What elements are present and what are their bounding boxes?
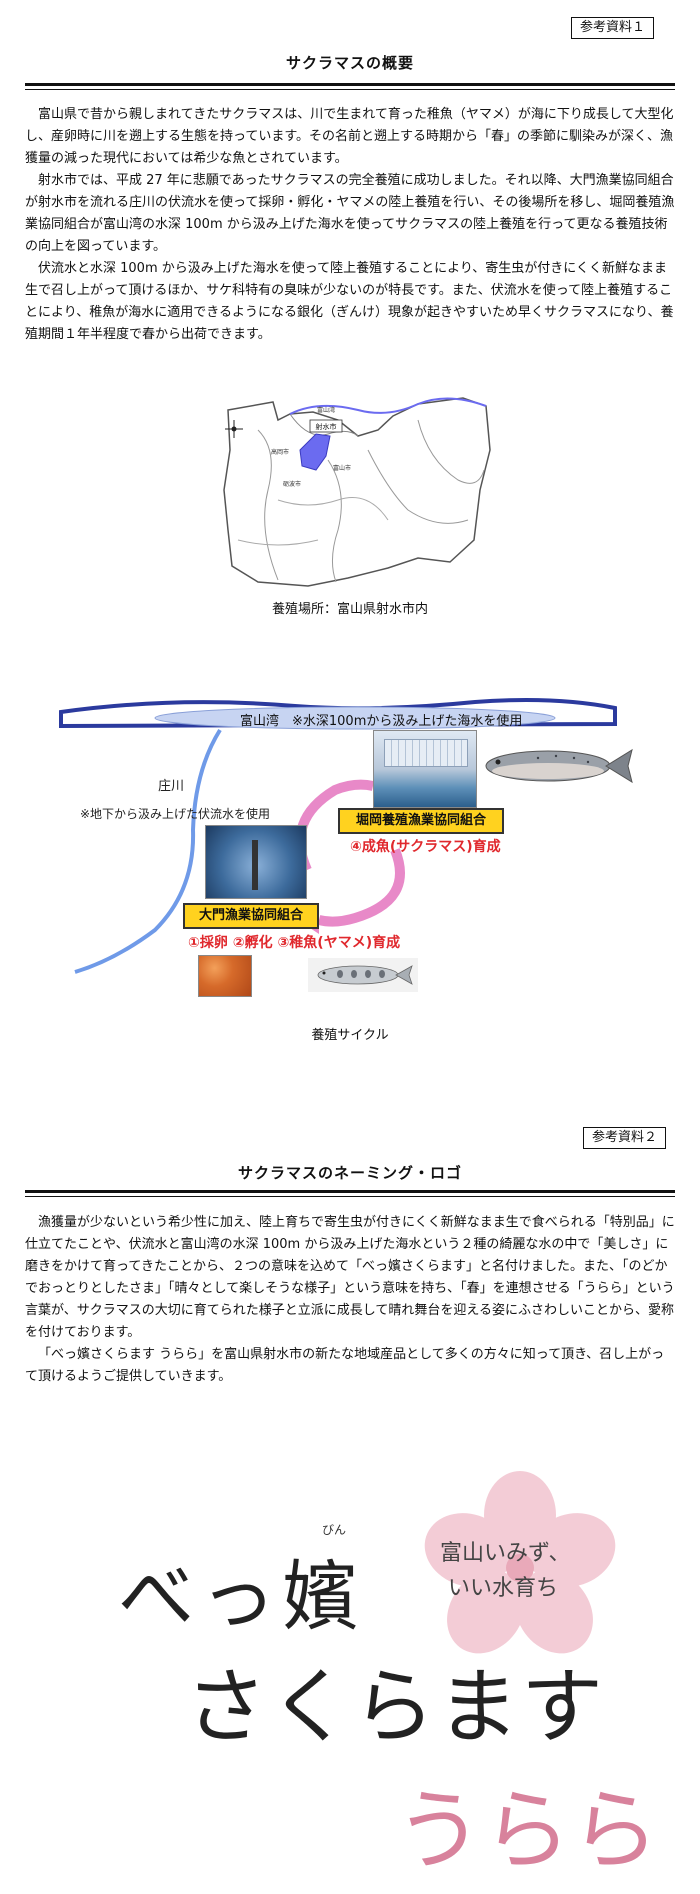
title-rule xyxy=(25,1190,675,1193)
bay-label: 富山湾 ※水深100mから汲み上げた海水を使用 xyxy=(240,714,523,729)
cherry-blossom-icon xyxy=(424,1471,616,1654)
map-label: 砺波市 xyxy=(283,480,301,488)
river-label: 庄川 xyxy=(158,779,185,794)
logo-line-1: べっ嬪 xyxy=(118,1552,364,1641)
paragraph: 伏流水と水深 100m から汲み上げた海水を使って陸上養殖することにより、寄生虫… xyxy=(25,261,674,342)
tank-photo xyxy=(205,825,307,899)
daimon-steps: ①採卵 ②孵化 ③稚魚(ヤマメ)育成 xyxy=(188,935,401,951)
paragraph: 射水市では、平成 27 年に悲願であったサクラマスの完全養殖に成功しました。それ… xyxy=(25,173,675,254)
yamame-icon xyxy=(308,958,418,992)
daimon-label: 大門漁業協同組合 xyxy=(183,903,319,929)
logo-ruby: びん xyxy=(322,1523,347,1537)
map-label: 富山市 xyxy=(333,464,351,472)
logo-tagline-1: 富山いみず、 xyxy=(440,1541,571,1566)
cycle-diagram xyxy=(59,698,617,974)
reference-label: 参考資料１ xyxy=(571,17,655,39)
naming-text: 漁獲量が少ないという希少性に加え、陸上育ちで寄生虫が付きにくく新鮮なまま生で食べ… xyxy=(25,1212,675,1388)
toyama-map: 富山湾 射水市 高岡市 富山市 砺波市 xyxy=(218,390,493,590)
horioka-label: 堀岡養殖漁業協同組合 xyxy=(338,808,504,834)
paragraph: 「べっ嬪さくらます うらら」を富山県射水市の新たな地域産品として多くの方々に知っ… xyxy=(25,1347,665,1384)
title-rule-thin xyxy=(25,1196,675,1197)
overview-text: 富山県で昔から親しまれてきたサクラマスは、川で生まれて育った稚魚（ヤマメ）が海に… xyxy=(25,104,675,346)
logo-line-2: さくらます xyxy=(185,1660,606,1755)
title-rule xyxy=(25,83,675,86)
reference-label: 参考資料２ xyxy=(583,1127,667,1149)
paragraph: 漁獲量が少ないという希少性に加え、陸上育ちで寄生虫が付きにくく新鮮なまま生で食べ… xyxy=(25,1215,675,1340)
facility-photo xyxy=(373,730,477,808)
logo-line-3: うらら xyxy=(395,1779,660,1882)
map-caption: 養殖場所：富山県射水市内 xyxy=(271,602,428,617)
horioka-step: ④成魚(サクラマス)育成 xyxy=(350,839,501,855)
salmon-icon xyxy=(485,748,633,784)
map-label: 射水市 xyxy=(316,422,337,431)
groundwater-note: ※地下から汲み上げた伏流水を使用 xyxy=(80,807,271,821)
logo-tagline-2: いい水育ち xyxy=(448,1576,559,1601)
paragraph: 富山県で昔から親しまれてきたサクラマスは、川で生まれて育った稚魚（ヤマメ）が海に… xyxy=(25,107,674,166)
eggs-photo xyxy=(198,955,252,997)
section-title: サクラマスのネーミング・ロゴ xyxy=(237,1164,462,1182)
cycle-caption: 養殖サイクル xyxy=(311,1028,389,1043)
map-label: 富山湾 xyxy=(317,406,335,414)
map-label: 高岡市 xyxy=(271,448,289,456)
section-title: サクラマスの概要 xyxy=(285,54,414,72)
title-rule-thin xyxy=(25,89,675,90)
